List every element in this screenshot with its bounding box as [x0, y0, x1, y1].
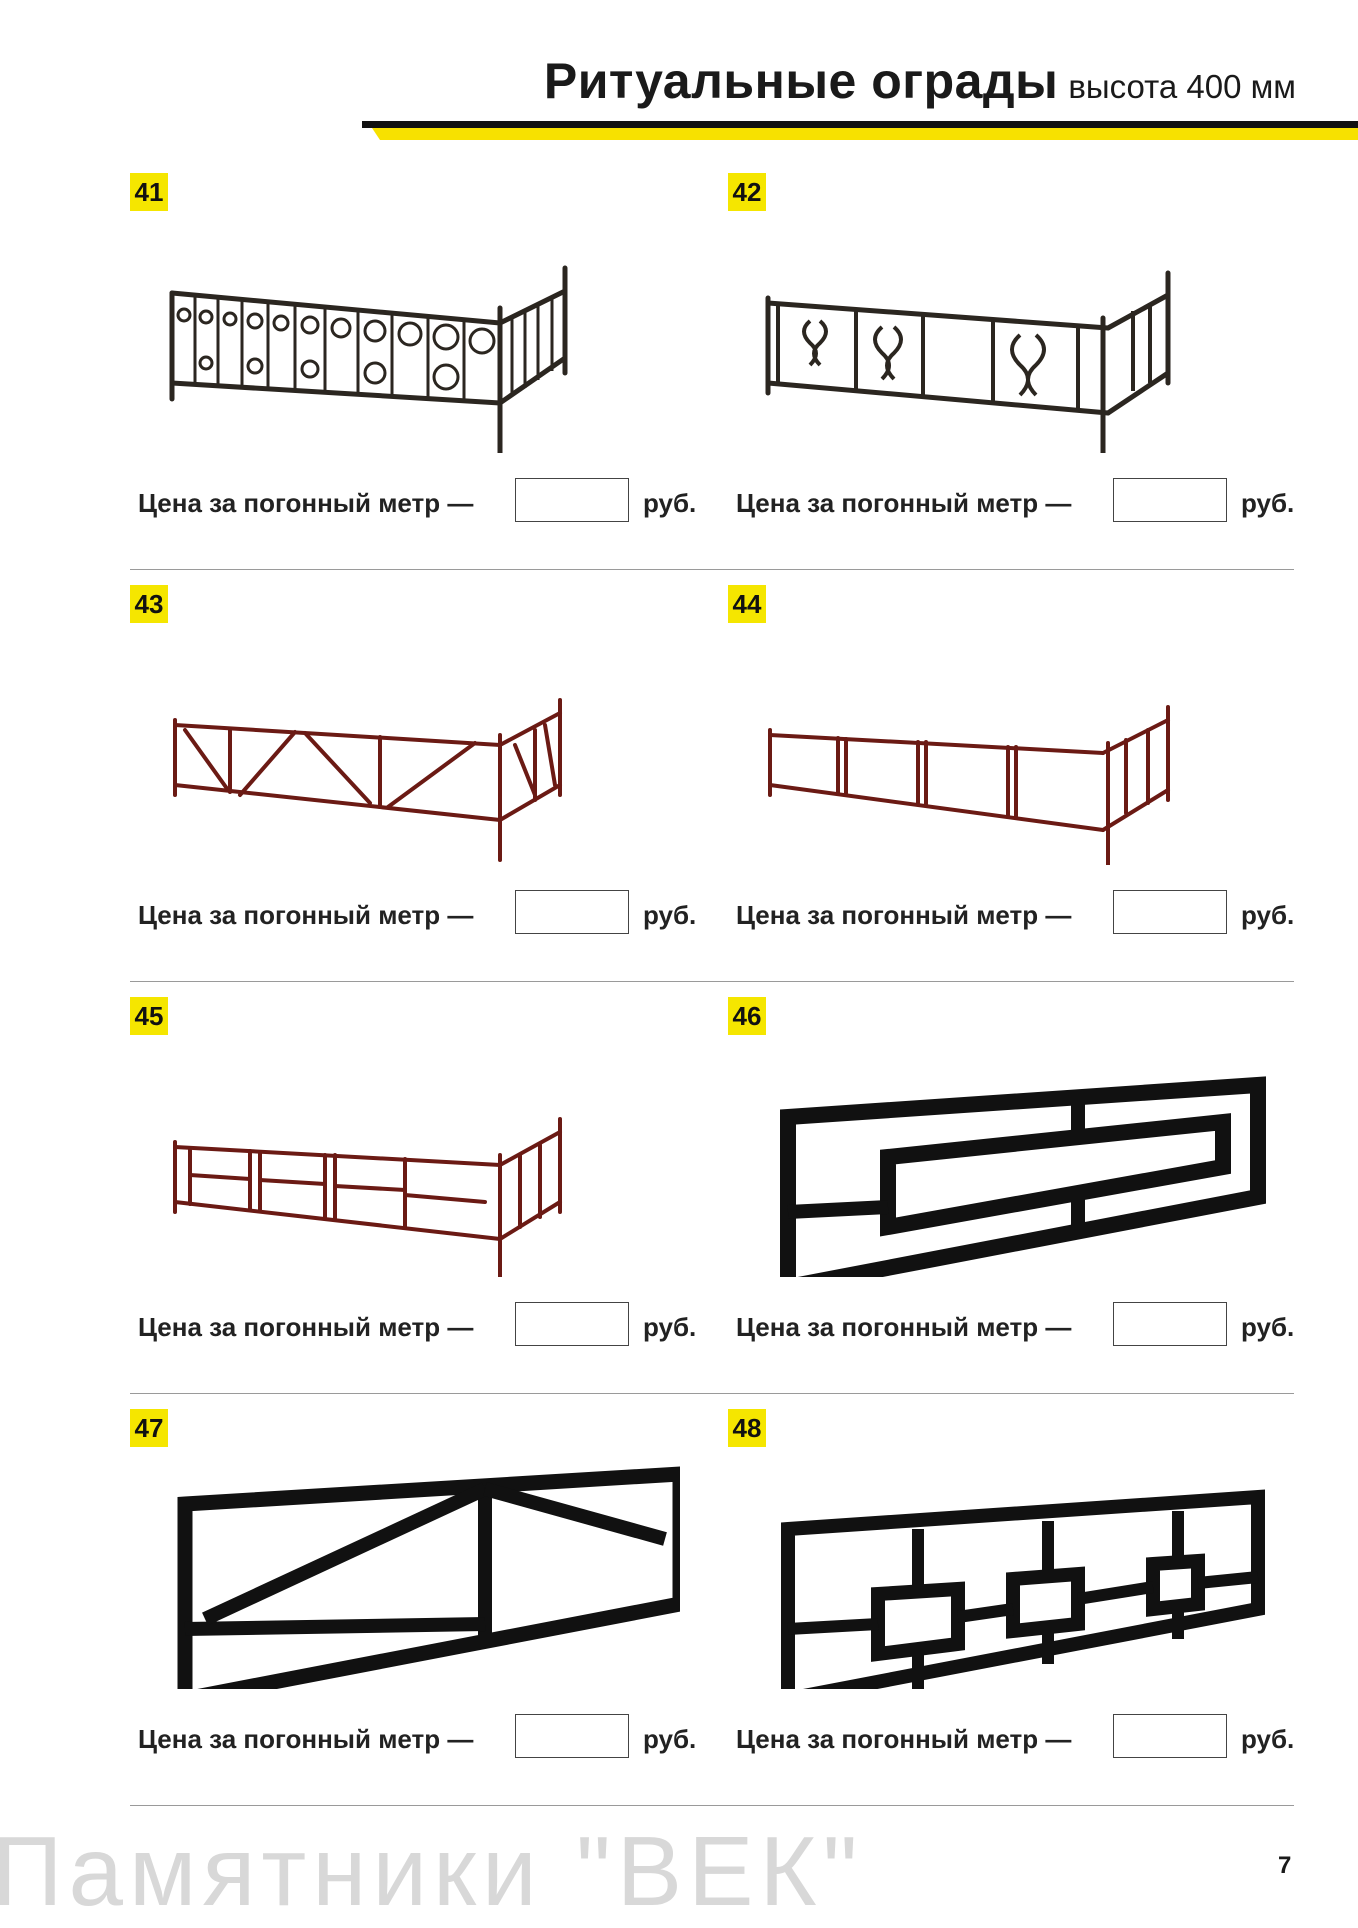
price-row: Цена за погонный метр — руб. — [736, 1302, 1296, 1350]
fence-image — [173, 698, 562, 862]
price-currency: руб. — [1241, 1724, 1295, 1754]
fence-image — [765, 270, 1171, 453]
price-label: Цена за погонный метр — — [736, 1312, 1072, 1342]
price-currency: руб. — [643, 488, 697, 518]
fence-item-48: 48 Цена за погонный метр — руб. — [728, 1409, 1308, 1819]
price-input-box[interactable] — [1113, 1714, 1227, 1758]
page-number: 7 — [1278, 1852, 1292, 1879]
item-number-badge: 42 — [728, 173, 766, 211]
price-input-box[interactable] — [515, 1714, 629, 1758]
price-currency: руб. — [1241, 488, 1295, 518]
price-input-box[interactable] — [515, 478, 629, 522]
title-main: Ритуальные ограды — [543, 53, 1059, 109]
fence-image — [173, 1117, 562, 1277]
row-divider — [130, 981, 1294, 982]
fence-image — [781, 1489, 1265, 1689]
price-label: Цена за погонный метр — — [736, 900, 1072, 930]
fence-image — [768, 705, 1170, 865]
price-currency: руб. — [643, 1312, 697, 1342]
price-input-box[interactable] — [1113, 890, 1227, 934]
item-number-badge: 43 — [130, 585, 168, 623]
fence-item-42: 42 Цена за погонный метр — руб. — [728, 173, 1308, 583]
fence-item-45: 45 Цена за погонный метр — руб. — [130, 997, 710, 1407]
price-label: Цена за погонный метр — — [736, 488, 1072, 518]
price-input-box[interactable] — [1113, 1302, 1227, 1346]
item-number-badge: 44 — [728, 585, 766, 623]
price-row: Цена за погонный метр — руб. — [736, 478, 1296, 526]
price-row: Цена за погонный метр — руб. — [138, 890, 698, 938]
row-divider — [130, 1393, 1294, 1394]
title-subtitle: высота 400 мм — [1068, 68, 1296, 105]
price-row: Цена за погонный метр — руб. — [736, 1714, 1296, 1762]
price-currency: руб. — [1241, 1312, 1295, 1342]
price-label: Цена за погонный метр — — [138, 1312, 474, 1342]
fence-item-44: 44 Цена за погонный метр — руб. — [728, 585, 1308, 995]
fence-item-41: 41 Цена за погонный метр — — [130, 173, 710, 583]
price-currency: руб. — [643, 1724, 697, 1754]
price-row: Цена за погонный метр — руб. — [138, 478, 698, 526]
price-currency: руб. — [1241, 900, 1295, 930]
item-number-badge: 41 — [130, 173, 168, 211]
header-rule-black — [362, 121, 1358, 128]
fence-item-47: 47 Цена за погонный метр — руб. — [130, 1409, 710, 1819]
item-number-badge: 46 — [728, 997, 766, 1035]
price-currency: руб. — [643, 900, 697, 930]
row-divider — [130, 569, 1294, 570]
item-number-badge: 48 — [728, 1409, 766, 1447]
fence-image — [169, 265, 568, 453]
fence-item-46: 46 Цена за погонный метр — руб. — [728, 997, 1308, 1407]
fence-image — [780, 1076, 1266, 1277]
price-label: Цена за погонный метр — — [138, 1724, 474, 1754]
price-input-box[interactable] — [515, 1302, 629, 1346]
item-number-badge: 45 — [130, 997, 168, 1035]
price-label: Цена за погонный метр — — [138, 900, 474, 930]
price-label: Цена за погонный метр — — [138, 488, 474, 518]
price-input-box[interactable] — [1113, 478, 1227, 522]
price-row: Цена за погонный метр — руб. — [138, 1714, 698, 1762]
fence-image — [177, 1466, 680, 1689]
price-row: Цена за погонный метр — руб. — [138, 1302, 698, 1350]
fence-item-43: 43 Цена за погонный метр — руб. — [130, 585, 710, 995]
price-input-box[interactable] — [515, 890, 629, 934]
price-label: Цена за погонный метр — — [736, 1724, 1072, 1754]
item-number-badge: 47 — [130, 1409, 168, 1447]
price-row: Цена за погонный метр — руб. — [736, 890, 1296, 938]
header-rule-yellow — [372, 128, 1358, 140]
brand-watermark: Памятники "ВЕК" — [0, 1816, 864, 1926]
row-divider — [130, 1805, 1294, 1806]
